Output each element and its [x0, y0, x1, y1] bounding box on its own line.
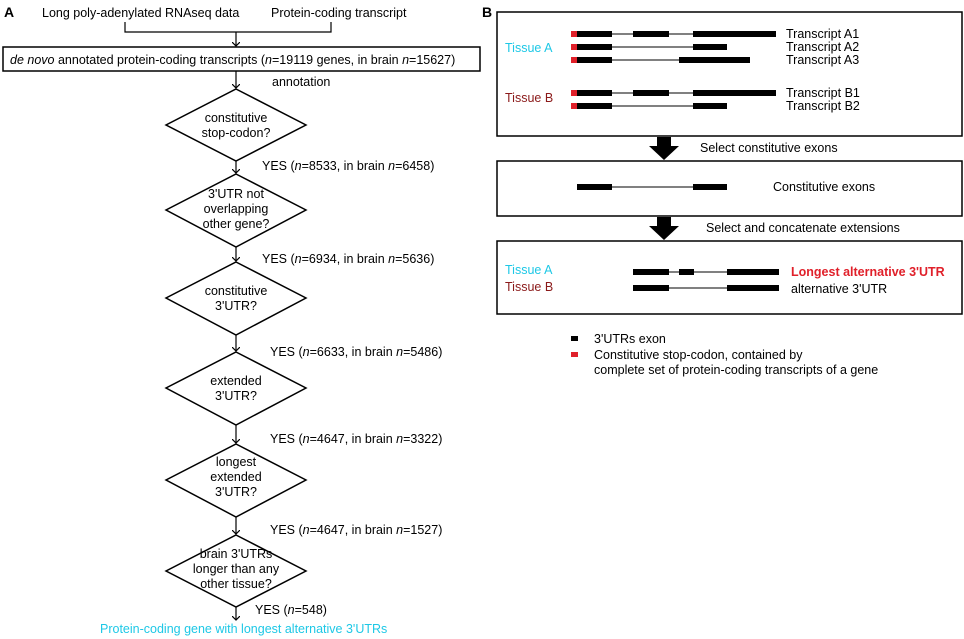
svg-text:3'UTR?: 3'UTR?	[215, 299, 257, 313]
transcript-a1-label: Transcript A1	[786, 27, 859, 41]
constitutive-exons-model	[577, 184, 727, 190]
source-protein-coding: Protein-coding transcript	[271, 6, 407, 20]
alternative-utr-model	[633, 285, 779, 291]
transcript-b2-label: Transcript B2	[786, 99, 860, 113]
transcript-a2-label: Transcript A2	[786, 40, 859, 54]
decision-brain-utrs-longer: brain 3'UTRs longer than any other tissu…	[164, 534, 308, 608]
yes-count-2: YES (n=6934, in brain n=5636)	[262, 252, 434, 266]
annotated-transcripts-box	[2, 46, 481, 72]
svg-text:other tissue?: other tissue?	[200, 577, 272, 591]
svg-text:extended: extended	[210, 470, 261, 484]
transcripts-box	[496, 11, 963, 137]
final-result-label: Protein-coding gene with longest alterna…	[100, 622, 387, 636]
decision-longest-extended-utr: longest extended 3'UTR?	[164, 443, 308, 518]
tissue-b-label: Tissue B	[505, 91, 553, 105]
alternative-utr-label: alternative 3'UTR	[791, 282, 887, 296]
transcript-b1-label: Transcript B1	[786, 86, 860, 100]
svg-text:longer than any: longer than any	[193, 562, 280, 576]
panel-b-label: B	[482, 4, 492, 20]
transcript-b2-model	[571, 103, 727, 109]
legend-stop-label-1: Constitutive stop-codon, contained by	[594, 348, 803, 362]
svg-text:3'UTR?: 3'UTR?	[215, 485, 257, 499]
legend-stop-label-2: complete set of protein-coding transcrip…	[594, 363, 878, 377]
source-rnaseq: Long poly-adenylated RNAseq data	[42, 6, 239, 20]
result-box	[496, 240, 963, 315]
yes-count-4: YES (n=4647, in brain n=3322)	[270, 432, 442, 446]
constitutive-exons-box	[496, 160, 963, 217]
svg-text:brain 3'UTRs: brain 3'UTRs	[200, 547, 273, 561]
transcript-a1-model	[571, 31, 776, 37]
decision-utr-not-overlapping: 3'UTR not overlapping other gene?	[164, 173, 308, 248]
svg-text:other gene?: other gene?	[203, 217, 270, 231]
svg-text:constitutive: constitutive	[205, 284, 268, 298]
decision-extended-utr: extended 3'UTR?	[164, 351, 308, 426]
annotation-label: annotation	[272, 75, 330, 89]
svg-text:3'UTR not: 3'UTR not	[208, 187, 264, 201]
legend-exon-swatch	[571, 336, 578, 341]
svg-text:longest: longest	[216, 455, 257, 469]
transcript-b1-model	[571, 90, 776, 96]
panel-a-label: A	[4, 4, 14, 20]
source-bracket	[124, 22, 332, 33]
transcript-a2-model	[571, 44, 727, 50]
decision-constitutive-utr: constitutive 3'UTR?	[164, 261, 308, 336]
yes-count-5: YES (n=4647, in brain n=1527)	[270, 523, 442, 537]
transcript-a3-model	[571, 57, 750, 63]
svg-text:3'UTR?: 3'UTR?	[215, 389, 257, 403]
step-select-constitutive: Select constitutive exons	[700, 141, 838, 155]
yes-count-1: YES (n=8533, in brain n=6458)	[262, 159, 434, 173]
svg-text:stop-codon?: stop-codon?	[202, 126, 271, 140]
legend-stop-swatch	[571, 352, 578, 357]
longest-utr-label: Longest alternative 3'UTR	[791, 265, 945, 279]
step-select-concatenate: Select and concatenate extensions	[706, 221, 900, 235]
legend: 3'UTRs exon Constitutive stop-codon, con…	[571, 332, 878, 377]
svg-text:constitutive: constitutive	[205, 111, 268, 125]
panel-b: B Tissue A Tissue B	[482, 4, 963, 377]
result-tissue-b-label: Tissue B	[505, 280, 553, 294]
yes-count-6: YES (n=548)	[255, 603, 327, 617]
tissue-a-label: Tissue A	[505, 41, 553, 55]
longest-utr-model	[633, 269, 779, 275]
panel-a: A Long poly-adenylated RNAseq data Prote…	[2, 4, 481, 636]
svg-text:overlapping: overlapping	[204, 202, 269, 216]
constitutive-exons-label: Constitutive exons	[773, 180, 875, 194]
svg-text:extended: extended	[210, 374, 261, 388]
legend-exon-label: 3'UTRs exon	[594, 332, 666, 346]
big-arrow-1	[649, 137, 679, 160]
transcript-a3-label: Transcript A3	[786, 53, 859, 67]
big-arrow-2	[649, 217, 679, 240]
yes-count-3: YES (n=6633, in brain n=5486)	[270, 345, 442, 359]
result-tissue-a-label: Tissue A	[505, 263, 553, 277]
annotated-transcripts-text: de novo annotated protein-coding transcr…	[10, 53, 455, 67]
decision-constitutive-stop-codon: constitutive stop-codon?	[164, 88, 308, 162]
